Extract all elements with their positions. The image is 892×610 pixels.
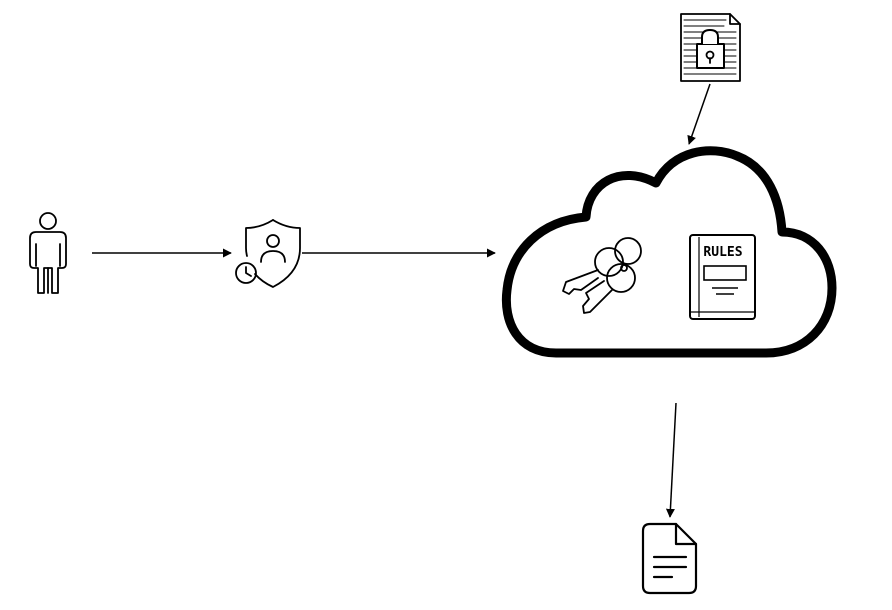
keys-icon — [562, 237, 642, 314]
edge-cloud-to-output-doc — [665, 402, 677, 518]
rules-book-label: RULES — [703, 245, 742, 260]
edge-encrypted-doc-to-cloud — [687, 83, 711, 145]
user-shield-clock-icon — [235, 219, 301, 288]
locked-document-icon — [680, 13, 741, 82]
person-icon — [29, 212, 67, 294]
rules-book-icon: RULES — [689, 234, 756, 320]
document-icon — [641, 522, 698, 595]
cloud-icon — [501, 146, 837, 358]
